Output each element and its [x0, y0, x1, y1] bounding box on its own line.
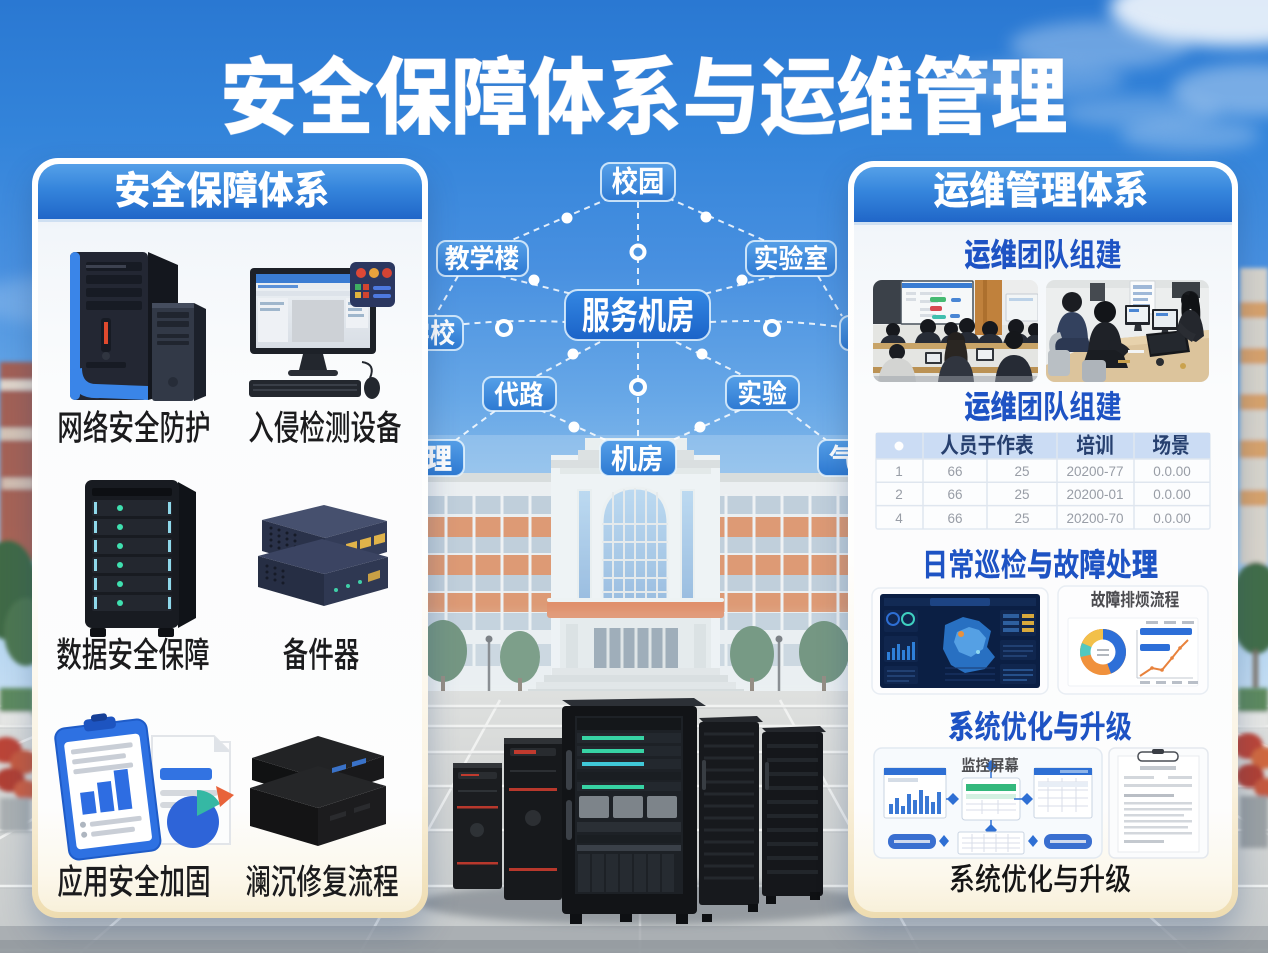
svg-text:25: 25 [1014, 487, 1029, 502]
svg-text:25: 25 [1014, 511, 1029, 526]
svg-text:2: 2 [895, 487, 903, 502]
svg-text:0.0.00: 0.0.00 [1153, 464, 1191, 479]
svg-text:25: 25 [1014, 464, 1029, 479]
svg-text:66: 66 [947, 487, 962, 502]
svg-text:20200-77: 20200-77 [1066, 464, 1123, 479]
svg-text:20200-01: 20200-01 [1066, 487, 1123, 502]
svg-text:0.0.00: 0.0.00 [1153, 487, 1191, 502]
svg-text:20200-70: 20200-70 [1066, 511, 1123, 526]
svg-text:1: 1 [895, 464, 903, 479]
svg-text:66: 66 [947, 511, 962, 526]
svg-text:4: 4 [895, 511, 903, 526]
svg-text:0.0.00: 0.0.00 [1153, 511, 1191, 526]
svg-text:66: 66 [947, 464, 962, 479]
